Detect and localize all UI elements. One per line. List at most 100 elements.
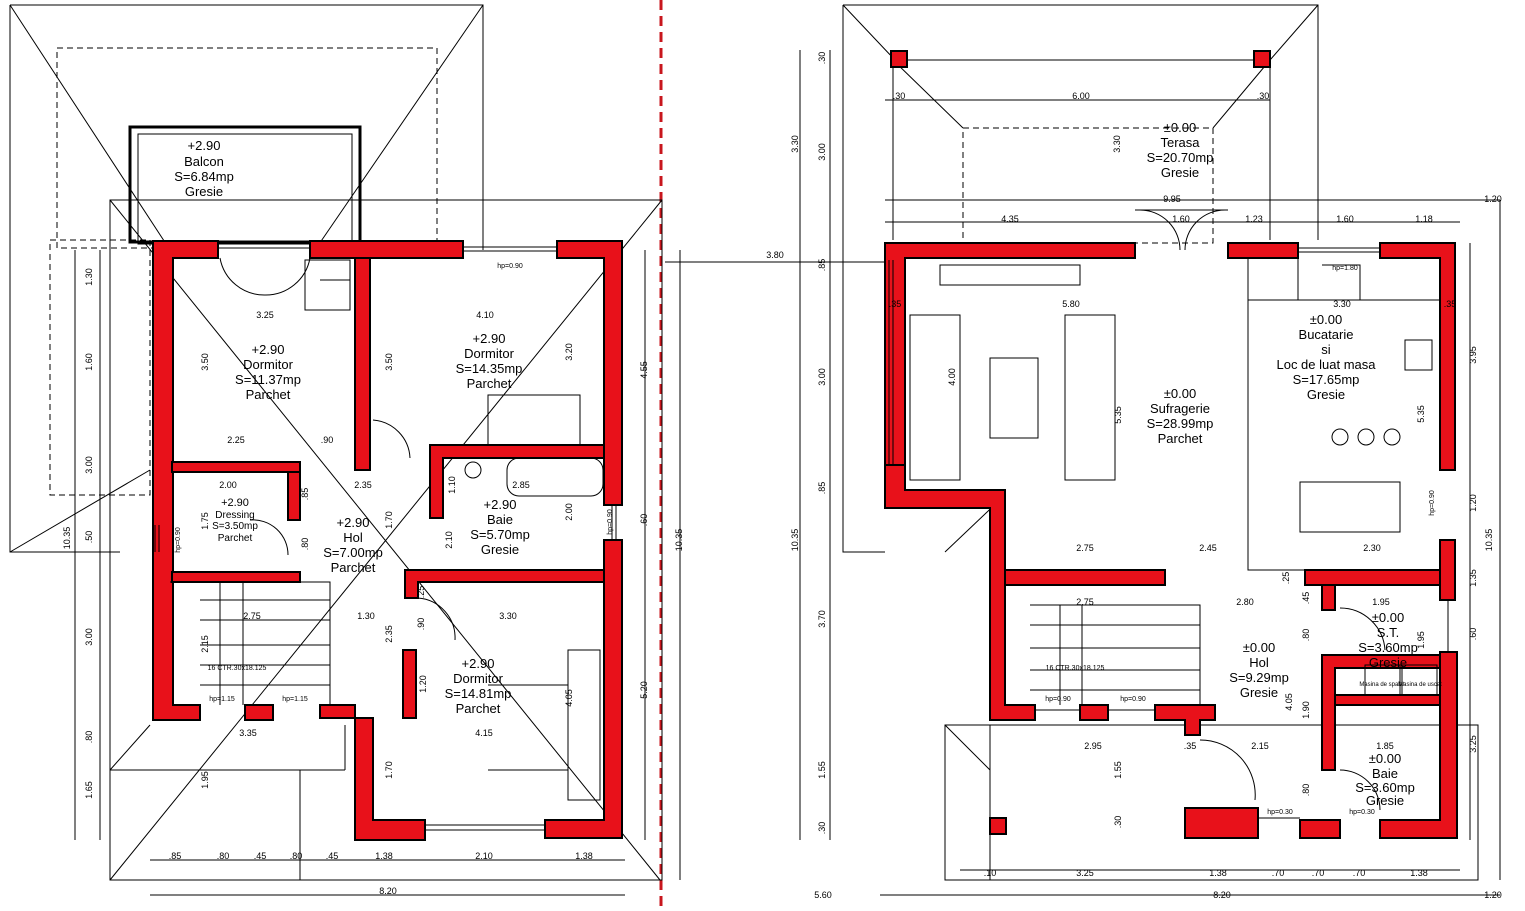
svg-text:.45: .45: [1301, 592, 1311, 605]
svg-text:3.25: 3.25: [1468, 735, 1478, 753]
svg-text:4.15: 4.15: [475, 728, 493, 738]
dims-left-top: 3.25 4.10: [256, 310, 494, 320]
svg-text:±0.00: ±0.00: [1164, 120, 1196, 135]
dims-left-bottom: .85 .80 .45 .80 .45 1.38 2.10 1.38 8.20: [169, 851, 593, 896]
svg-text:1.60: 1.60: [1172, 214, 1190, 224]
svg-text:S=9.29mp: S=9.29mp: [1229, 670, 1289, 685]
svg-text:hp=1.15: hp=1.15: [209, 696, 235, 703]
svg-text:2.80: 2.80: [1236, 597, 1254, 607]
svg-text:2.15: 2.15: [1251, 741, 1269, 751]
svg-text:.25: .25: [1281, 572, 1291, 585]
svg-text:1.30: 1.30: [357, 611, 375, 621]
svg-text:3.80: 3.80: [766, 250, 784, 260]
svg-text:S=14.81mp: S=14.81mp: [445, 686, 512, 701]
svg-text:hp=0.90: hp=0.90: [1429, 490, 1436, 516]
svg-text:1.20: 1.20: [1468, 494, 1478, 512]
svg-text:.35: .35: [1444, 299, 1457, 309]
svg-text:S=3.60mp: S=3.60mp: [1355, 780, 1415, 795]
svg-text:4.00: 4.00: [947, 368, 957, 386]
svg-text:S.T.: S.T.: [1377, 625, 1399, 640]
svg-text:1.38: 1.38: [375, 851, 393, 861]
svg-text:.25: .25: [416, 586, 426, 599]
svg-text:.85: .85: [300, 488, 310, 501]
svg-text:.45: .45: [254, 851, 267, 861]
svg-text:4.10: 4.10: [476, 310, 494, 320]
svg-text:.70: .70: [1312, 868, 1325, 878]
svg-text:hp=0.30: hp=0.30: [1349, 809, 1375, 816]
svg-text:2.10: 2.10: [475, 851, 493, 861]
svg-text:2.35: 2.35: [384, 625, 394, 643]
svg-text:3.00: 3.00: [817, 143, 827, 161]
dims-right-inner: 5.80 3.30 2.75 2.45 2.30 2.75 2.80 1.95 …: [889, 299, 1457, 751]
dims-right-top: .30 6.00 .30 9.95 4.35 1.60 1.23 1.60 1.…: [766, 91, 1502, 260]
svg-text:hp=0.90: hp=0.90: [175, 527, 182, 553]
svg-text:2.00: 2.00: [219, 480, 237, 490]
svg-text:Parchet: Parchet: [246, 387, 291, 402]
room-dormitor-3: +2.90 Dormitor S=14.81mp Parchet: [445, 656, 512, 716]
svg-text:2.95: 2.95: [1084, 741, 1102, 751]
svg-text:S=3.50mp: S=3.50mp: [212, 521, 258, 532]
sill-heights-left: hp=0.90 hp=0.90 hp=1.15 hp=1.15 hp=0.90: [175, 263, 614, 703]
svg-text:+2.90: +2.90: [252, 342, 285, 357]
svg-text:hp=0.90: hp=0.90: [607, 509, 614, 535]
svg-text:2.75: 2.75: [243, 611, 261, 621]
svg-text:Hol: Hol: [343, 530, 363, 545]
svg-text:1.38: 1.38: [1209, 868, 1227, 878]
svg-text:1.55: 1.55: [817, 761, 827, 779]
svg-text:8.20: 8.20: [1213, 890, 1231, 900]
svg-text:1.60: 1.60: [1336, 214, 1354, 224]
svg-text:Parchet: Parchet: [467, 376, 512, 391]
svg-text:Baie: Baie: [1372, 766, 1398, 781]
svg-text:S=17.65mp: S=17.65mp: [1293, 372, 1360, 387]
svg-text:3.30: 3.30: [790, 135, 800, 153]
svg-text:+2.90: +2.90: [188, 138, 221, 153]
svg-text:5.60: 5.60: [814, 890, 832, 900]
svg-text:3.25: 3.25: [256, 310, 274, 320]
svg-text:4.05: 4.05: [1284, 693, 1294, 711]
svg-text:10.35: 10.35: [790, 529, 800, 552]
svg-text:.80: .80: [1301, 784, 1311, 797]
svg-text:S=14.35mp: S=14.35mp: [456, 361, 523, 376]
svg-text:1.23: 1.23: [1245, 214, 1263, 224]
room-balcon: +2.90 Balcon S=6.84mp Gresie: [174, 138, 234, 199]
svg-text:.30: .30: [817, 52, 827, 65]
svg-text:.30: .30: [1257, 91, 1270, 101]
svg-text:hp=0.90: hp=0.90: [1045, 696, 1071, 703]
svg-text:.45: .45: [326, 851, 339, 861]
svg-text:1.95: 1.95: [1372, 597, 1390, 607]
svg-text:Balcon: Balcon: [184, 154, 224, 169]
svg-text:1.10: 1.10: [447, 476, 457, 494]
stair-label-right: 16 CTR.30x18.125: [1046, 665, 1105, 672]
svg-text:5.35: 5.35: [1113, 406, 1123, 424]
svg-text:±0.00: ±0.00: [1369, 751, 1401, 766]
svg-text:4.05: 4.05: [564, 689, 574, 707]
sill-heights-right: hp=1.80 hp=0.90 hp=0.90 hp=0.30 hp=0.90 …: [1045, 265, 1436, 816]
svg-text:1.18: 1.18: [1415, 214, 1433, 224]
svg-text:S=7.00mp: S=7.00mp: [323, 545, 383, 560]
svg-text:1.20: 1.20: [1484, 194, 1502, 204]
svg-text:S=5.70mp: S=5.70mp: [470, 527, 530, 542]
svg-text:Gresie: Gresie: [185, 184, 223, 199]
svg-text:5.35: 5.35: [1416, 405, 1426, 423]
svg-text:.90: .90: [416, 618, 426, 631]
svg-text:Gresie: Gresie: [481, 542, 519, 557]
room-bucatarie: ±0.00 Bucatarie si Loc de luat masa S=17…: [1276, 312, 1376, 402]
svg-text:+2.90: +2.90: [473, 331, 506, 346]
svg-text:1.85: 1.85: [1376, 741, 1394, 751]
dims-left-vertical: 1.30 1.60 3.00 .50 3.00 .80 1.65 10.35 3…: [62, 268, 684, 799]
svg-text:Parchet: Parchet: [1158, 431, 1203, 446]
svg-text:3.00: 3.00: [817, 368, 827, 386]
svg-text:Terasa: Terasa: [1160, 135, 1200, 150]
svg-text:.30: .30: [817, 822, 827, 835]
svg-text:Sufragerie: Sufragerie: [1150, 401, 1210, 416]
stair-label-left: 16 CTR.30x18.125: [208, 665, 267, 672]
svg-text:.10: .10: [984, 868, 997, 878]
svg-text:1.35: 1.35: [1468, 569, 1478, 587]
svg-text:3.50: 3.50: [200, 353, 210, 371]
svg-text:Gresie: Gresie: [1369, 655, 1407, 670]
room-baie-parter: ±0.00 Baie S=3.60mp Gresie: [1355, 751, 1415, 808]
svg-text:Dormitor: Dormitor: [464, 346, 515, 361]
svg-text:.85: .85: [169, 851, 182, 861]
svg-text:Baie: Baie: [487, 512, 513, 527]
svg-text:±0.00: ±0.00: [1243, 640, 1275, 655]
